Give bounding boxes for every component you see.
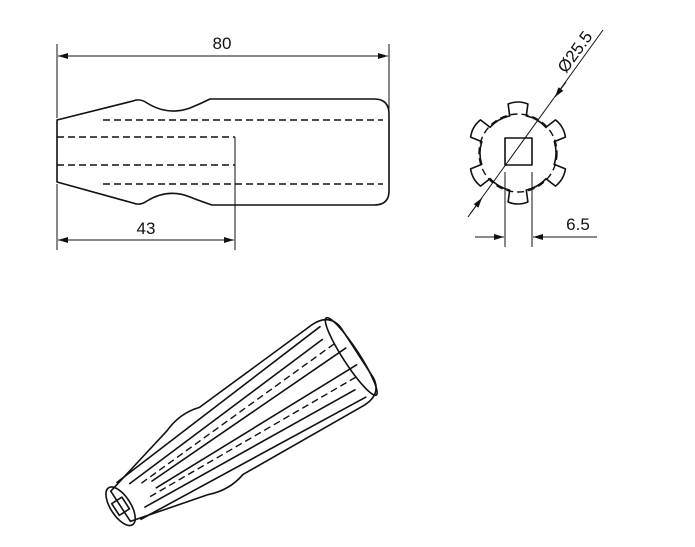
dimension-label-80: 80 [213,34,232,53]
side-view-outline [56,98,390,206]
hidden-core-circle [478,113,558,193]
dimension-label-43: 43 [137,219,156,238]
iso-outline [109,318,377,523]
iso-back-face [324,316,378,397]
spline-lobe [469,140,491,187]
dimension-label-6-5: 6.5 [566,215,590,234]
diameter-arrow [554,81,567,98]
iso-square-socket [110,496,131,517]
spline-lobe [469,115,511,143]
spline-lobe [525,163,567,191]
diameter-line [467,29,604,218]
spline-lobe [489,177,529,205]
spline-lobe [507,101,547,129]
iso-hidden-lines [140,341,359,498]
end-view: 6.5 Ø25.5 [467,28,604,247]
side-view: 80 43 [56,34,390,250]
diameter-arrow [469,197,483,215]
isometric-view [105,316,378,527]
iso-front-face [105,486,137,527]
square-socket [504,137,533,166]
iso-spline-edges [116,325,367,521]
spline-lobes [469,101,567,205]
spline-lobe [545,119,567,166]
